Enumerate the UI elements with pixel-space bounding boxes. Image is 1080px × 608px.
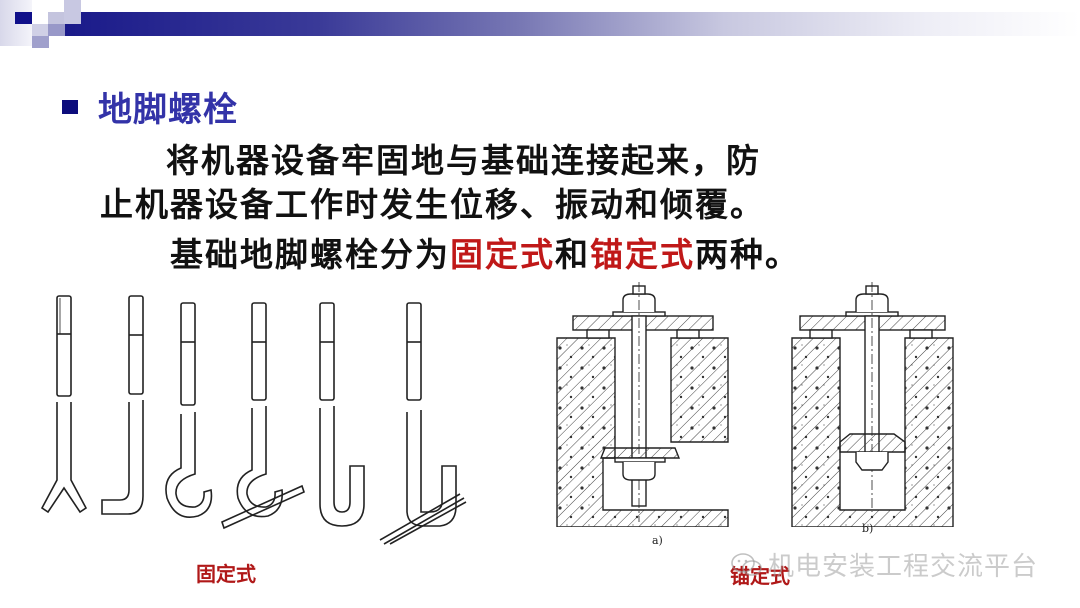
paragraph-line-1: 将机器设备牢固地与基础连接起来，防 — [166, 141, 761, 180]
anchored-type-caption: 锚定式 — [730, 564, 790, 588]
bolt-hook — [165, 302, 213, 518]
fixed-type-caption: 固定式 — [196, 562, 256, 586]
wechat-icon — [731, 552, 762, 576]
line3-mid: 和 — [555, 235, 590, 274]
bolt-y-split — [40, 295, 88, 514]
anchored-bolts-figure — [556, 282, 954, 527]
header-gradient-bar — [64, 12, 1080, 36]
paragraph-line-3: 基础地脚螺栓分为固定式和锚定式两种。 — [170, 228, 800, 276]
anchored-type-highlight: 锚定式 — [590, 235, 695, 274]
deco-square — [32, 36, 49, 48]
bolt-bend-with-rods — [379, 302, 467, 545]
bolt-hook-with-rod — [221, 302, 305, 530]
deco-square — [15, 12, 32, 24]
line3-suffix: 两种。 — [695, 235, 800, 274]
bolt-u-bend — [319, 302, 365, 527]
anchored-bolt-diagram-a — [556, 282, 729, 527]
paragraph-line-2: 止机器设备工作时发生位移、振动和倾覆。 — [100, 185, 765, 224]
heading-text: 地脚螺栓 — [98, 90, 238, 130]
watermark-text: 机电安装工程交流平台 — [768, 552, 1039, 582]
subfigure-b-label: b) — [862, 522, 874, 535]
fixed-bolts-figure — [40, 295, 467, 545]
watermark: 机电安装工程交流平台 — [730, 546, 1038, 583]
deco-square — [32, 24, 49, 36]
deco-square — [48, 12, 65, 24]
slide-heading: 地脚螺栓 — [62, 82, 238, 131]
bolt-l-bend — [101, 295, 144, 515]
anchored-bolt-diagram-b — [791, 282, 954, 527]
subfigure-a-label: a) — [652, 534, 663, 547]
deco-square — [48, 24, 65, 36]
bullet-square-icon — [62, 99, 78, 114]
deco-square — [64, 0, 81, 24]
fixed-type-highlight: 固定式 — [450, 235, 555, 274]
line3-prefix: 基础地脚螺栓分为 — [170, 235, 450, 274]
